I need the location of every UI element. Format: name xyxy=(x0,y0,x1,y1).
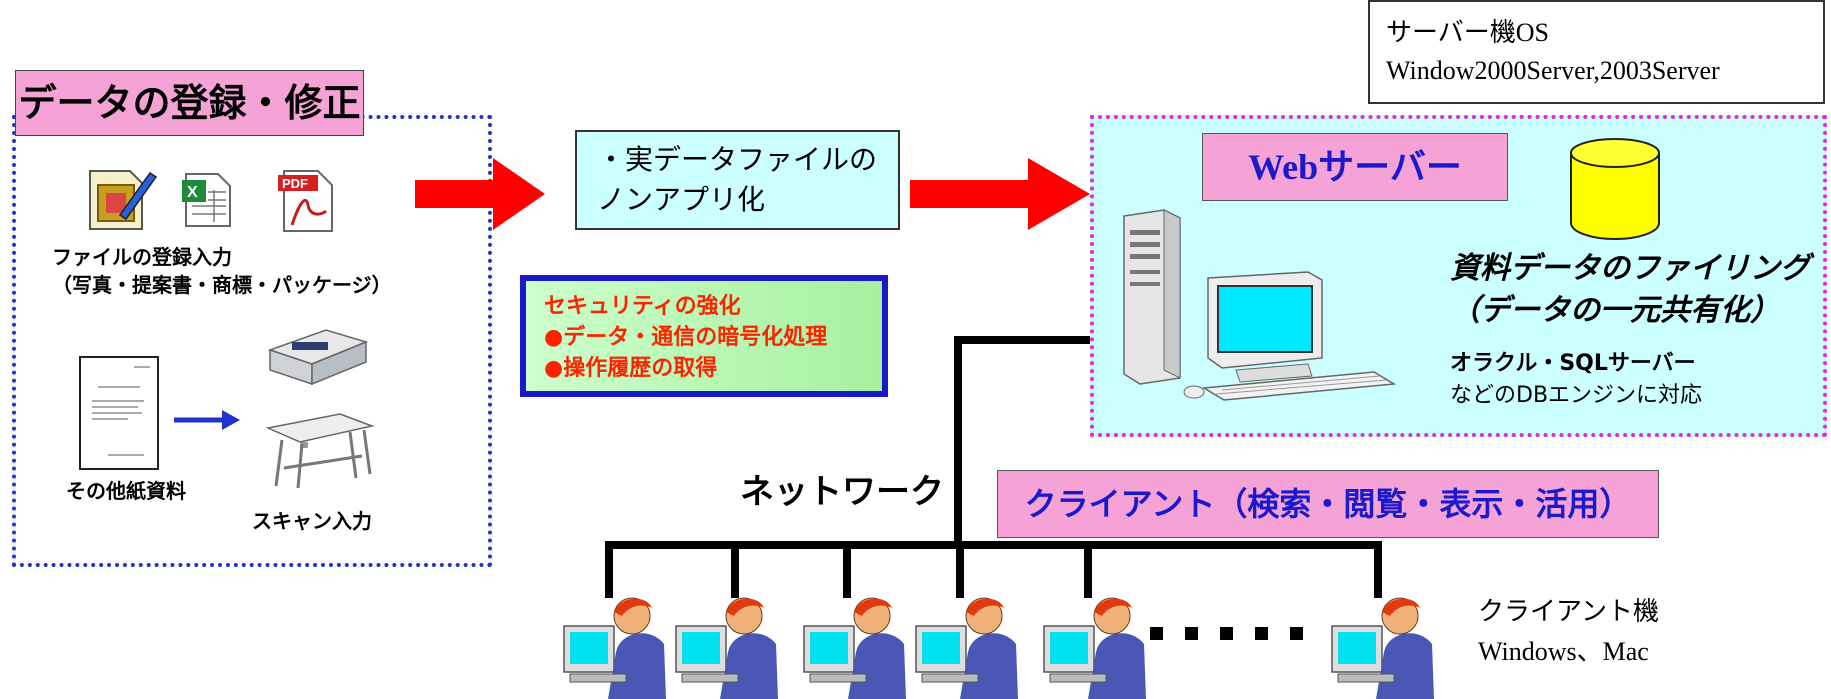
file-caption-line1: ファイルの登録入力 xyxy=(52,245,232,269)
server-os-box: サーバー機OS Window2000Server,2003Server xyxy=(1368,0,1825,104)
web-server-label: Webサーバー xyxy=(1202,133,1508,201)
image-file-icon xyxy=(89,170,158,230)
network-label: ネットワーク xyxy=(740,472,944,512)
server-os-line2: Window2000Server,2003Server xyxy=(1386,56,1720,85)
client-computer-icon xyxy=(675,597,778,699)
filing-text: 資料データのファイリング （データの一元共有化） xyxy=(1450,248,1810,332)
arrow-right-2 xyxy=(910,158,1090,230)
nonapp-line1: ・実データファイルの xyxy=(597,143,878,176)
client-computer-icon xyxy=(915,597,1018,699)
registration-title: データの登録・修正 xyxy=(15,70,364,136)
client-machine-line2: Windows、Mac xyxy=(1478,637,1649,666)
db-line2: などのDBエンジンに対応 xyxy=(1450,383,1703,408)
ellipsis-dots xyxy=(1150,627,1303,640)
filing-line1: 資料データのファイリング xyxy=(1450,251,1810,286)
file-caption-line2: （写真・提案書・商標・パッケージ） xyxy=(52,273,392,297)
client-label: クライアント（検索・閲覧・表示・活用） xyxy=(997,470,1659,538)
client-computer-icon xyxy=(1331,597,1434,699)
client-computer-icon xyxy=(803,597,906,699)
wide-scanner-icon xyxy=(265,413,375,489)
paper-caption: その他紙資料 xyxy=(66,479,186,503)
client-computer-icon xyxy=(563,597,666,699)
pdf-label: PDF xyxy=(282,176,308,191)
security-box: セキュリティの強化 ●データ・通信の暗号化処理 ●操作履歴の取得 xyxy=(520,275,888,397)
security-line1: セキュリティの強化 xyxy=(544,294,741,319)
server-os-line1: サーバー機OS xyxy=(1386,18,1549,47)
database-icon xyxy=(1570,138,1660,240)
pdf-file-icon: PDF xyxy=(278,170,333,232)
filing-line2: （データの一元共有化） xyxy=(1450,293,1780,328)
svg-text:X: X xyxy=(187,184,198,201)
client-computer-icon xyxy=(1043,597,1146,699)
arrow-right-1 xyxy=(415,158,545,230)
scanner-icon xyxy=(267,329,369,386)
scan-caption: スキャン入力 xyxy=(252,509,372,533)
scan-arrow-icon xyxy=(174,410,240,430)
db-engine-text: オラクル・SQLサーバー などのDBエンジンに対応 xyxy=(1450,348,1702,412)
nonapp-box: ・実データファイルの ノンアプリ化 xyxy=(575,130,900,230)
security-line3: ●操作履歴の取得 xyxy=(544,356,718,381)
security-line2: ●データ・通信の暗号化処理 xyxy=(544,325,828,350)
server-computer-icon xyxy=(1123,209,1397,401)
paper-document-icon xyxy=(79,356,159,470)
excel-file-icon: X xyxy=(182,173,231,227)
client-machine-text: クライアント機 Windows、Mac xyxy=(1478,592,1659,672)
nonapp-line2: ノンアプリ化 xyxy=(597,183,766,216)
db-line1: オラクル・SQLサーバー xyxy=(1450,351,1696,376)
client-machine-line1: クライアント機 xyxy=(1478,597,1659,627)
